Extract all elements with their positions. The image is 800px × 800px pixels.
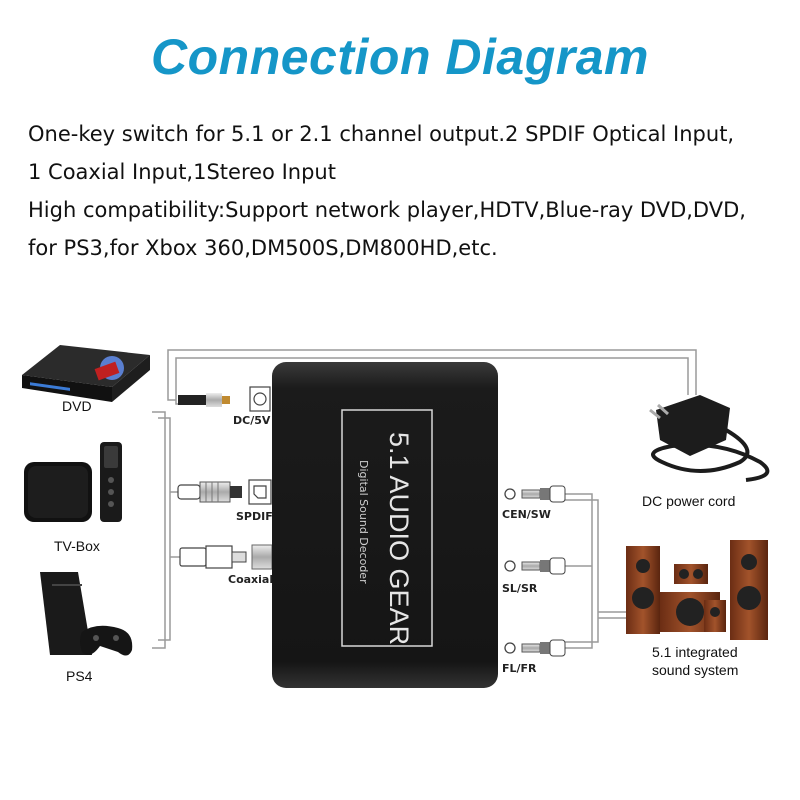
tvbox-label: TV-Box <box>54 538 100 554</box>
ps4-label: PS4 <box>66 668 93 684</box>
power-adapter-icon <box>649 395 770 482</box>
port-cen-sw-label: CEN/SW <box>502 508 551 521</box>
optical-plug-icon <box>177 479 272 505</box>
jack-cen-sw-icon <box>504 485 566 503</box>
port-dc-label: DC/5V <box>233 414 271 427</box>
source-bracket-inner <box>158 417 171 641</box>
source-bracket <box>152 411 166 649</box>
port-sl-sr-label: SL/SR <box>502 582 538 595</box>
output-bracket <box>565 493 593 649</box>
sound-system-label-line2: sound system <box>652 662 738 678</box>
output-bracket-inner <box>565 499 599 643</box>
description-line: for PS3,for Xbox 360,DM500S,DM800HD,etc. <box>28 236 498 260</box>
ps4-icon <box>40 572 133 656</box>
dvd-icon <box>22 345 150 402</box>
port-coaxial-label: Coaxial <box>228 573 273 586</box>
page-title: Connection Diagram <box>151 29 649 85</box>
dvd-label: DVD <box>62 398 92 414</box>
jack-sl-sr-icon <box>504 557 566 575</box>
device-name: 5.1 AUDIO GEAR <box>384 432 414 645</box>
description-line: 1 Coaxial Input,1Stereo Input <box>28 160 336 184</box>
jack-fl-fr-icon <box>504 639 566 657</box>
coax-plug-icon <box>179 544 273 570</box>
power-wire <box>167 349 697 401</box>
port-spdif-label: SPDIF <box>236 510 273 523</box>
description-line: One-key switch for 5.1 or 2.1 channel ou… <box>28 122 735 146</box>
sound-system-icon <box>626 540 768 640</box>
tvbox-icon <box>24 442 122 522</box>
description: One-key switch for 5.1 or 2.1 channel ou… <box>28 115 788 267</box>
description-line: High compatibility:Support network playe… <box>28 198 746 222</box>
device-subtitle: Digital Sound Decoder <box>357 460 370 584</box>
sound-system-label-line1: 5.1 integrated <box>652 644 738 660</box>
dc-plug-icon <box>178 386 271 412</box>
port-fl-fr-label: FL/FR <box>502 662 537 675</box>
power-cord-label: DC power cord <box>642 493 735 509</box>
decoder-device: 5.1 AUDIO GEAR Digital Sound Decoder <box>272 362 498 688</box>
